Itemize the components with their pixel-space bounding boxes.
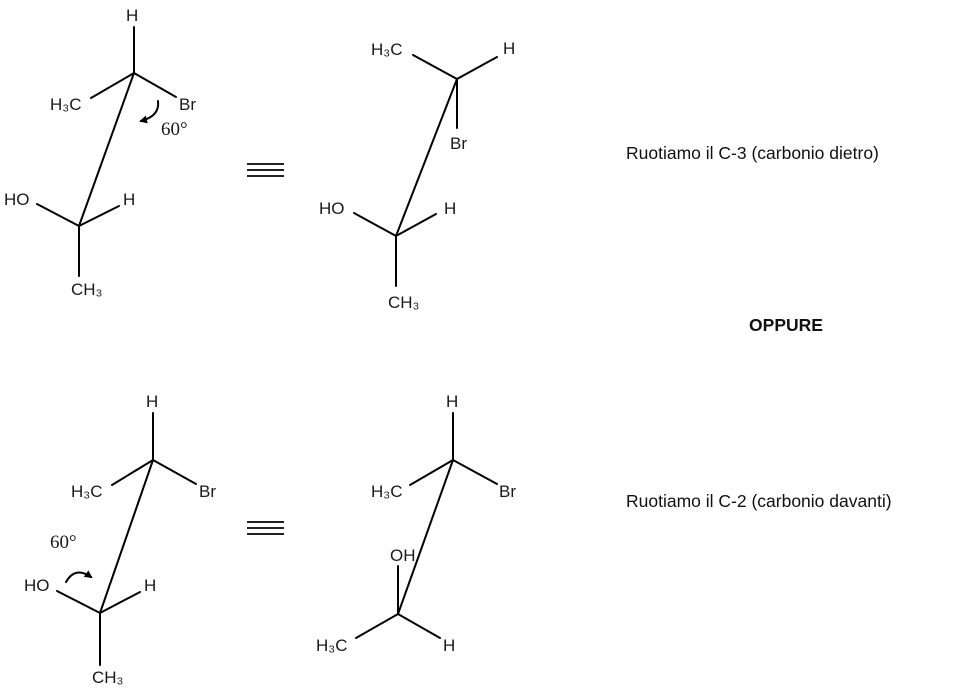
rotation-angle: 60°	[161, 119, 188, 140]
molecule-bottom-left: H H₃C Br HO H CH₃ 60°	[24, 392, 216, 687]
equivalence-sign-top	[247, 163, 284, 177]
atom-br: Br	[450, 134, 467, 153]
atom-h: H	[146, 392, 158, 411]
atom-h3c: H₃C	[50, 95, 81, 114]
atom-oh: OH	[390, 546, 416, 565]
atom-h: H	[144, 576, 156, 595]
atom-ho: HO	[4, 190, 30, 209]
atom-ch3: CH₃	[71, 280, 102, 299]
atom-br: Br	[179, 95, 196, 114]
rotation-arrow-icon	[65, 570, 93, 583]
rotation-angle: 60°	[50, 532, 77, 553]
oppure-label: OPPURE	[749, 315, 823, 335]
atom-ho: HO	[319, 199, 345, 218]
atom-h: H	[443, 636, 455, 655]
atom-h3c: H₃C	[371, 40, 402, 59]
equivalence-sign-bottom	[247, 521, 284, 535]
note-rotate-c3: Ruotiamo il C-3 (carbonio dietro)	[626, 143, 879, 163]
rotation-arrow-icon	[139, 100, 160, 124]
atom-br: Br	[199, 482, 216, 501]
atom-h3c: H₃C	[316, 636, 347, 655]
atom-h: H	[444, 199, 456, 218]
atom-h3c: H₃C	[371, 482, 402, 501]
note-rotate-c2: Ruotiamo il C-2 (carbonio davanti)	[626, 491, 892, 511]
atom-h: H	[126, 6, 138, 25]
molecule-top-left: H H₃C Br HO H CH₃ 60°	[4, 6, 196, 299]
atom-h: H	[123, 190, 135, 209]
molecule-bottom-right: H H₃C Br OH H₃C H	[316, 392, 516, 655]
atom-h: H	[446, 392, 458, 411]
atom-ch3: CH₃	[388, 293, 419, 312]
atom-ho: HO	[24, 576, 50, 595]
atom-h3c: H₃C	[71, 482, 102, 501]
molecule-top-right: H₃C H Br HO H CH₃	[319, 39, 515, 312]
atom-br: Br	[499, 482, 516, 501]
atom-ch3: CH₃	[92, 668, 123, 687]
atom-h: H	[503, 39, 515, 58]
